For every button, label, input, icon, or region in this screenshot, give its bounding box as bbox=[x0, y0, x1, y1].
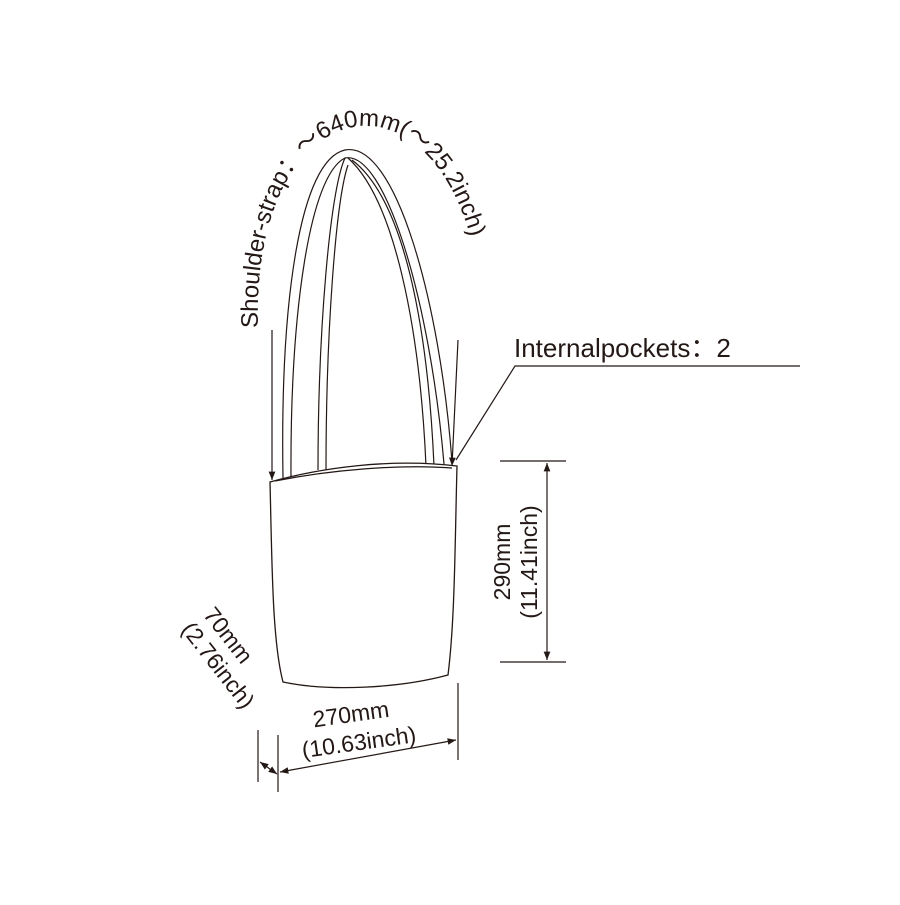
height-dimension: 290mm (11.41inch) bbox=[489, 460, 566, 663]
width-dimension: 270mm (10.63inch) bbox=[277, 683, 459, 792]
shoulder-strap-label: Shoulder-strap：～640mm(～25.2inch) bbox=[237, 105, 491, 328]
strap-arrow-right bbox=[449, 339, 459, 467]
height-inch-label: (11.41inch) bbox=[516, 505, 542, 618]
height-mm-label: 290mm bbox=[489, 524, 515, 601]
bag-body bbox=[269, 462, 458, 689]
internal-pockets-label: Internalpockets：2 bbox=[514, 333, 731, 363]
depth-dimension: 70mm (2.76inch) bbox=[177, 602, 278, 782]
shoulder-straps bbox=[282, 149, 453, 479]
pockets-leader-line bbox=[455, 365, 800, 461]
